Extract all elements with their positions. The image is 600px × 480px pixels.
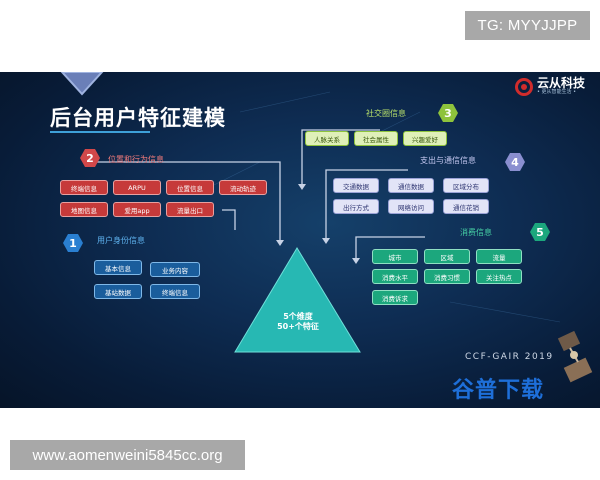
- tag-region: 区域: [424, 249, 470, 264]
- tag-base-station-data: 基站数据: [94, 284, 142, 299]
- download-watermark: 谷普下载: [452, 378, 545, 403]
- satellite-graphic: [557, 330, 593, 383]
- pyramid-label-features: 50+个特征: [277, 322, 319, 331]
- connector-lines: [90, 129, 425, 258]
- section-2-title: 位置和行为信息: [108, 155, 164, 164]
- tag-communication-cost: 通信花销: [443, 199, 489, 214]
- tag-social-attributes: 社会属性: [354, 131, 398, 146]
- tag-region-distribution: 区域分布: [443, 178, 489, 193]
- tag-network-access: 网络访问: [388, 199, 434, 214]
- tag-business-content: 业务内容: [150, 262, 200, 277]
- section-2-badge: 2: [80, 149, 100, 167]
- tag-traffic-data: 交通数据: [333, 178, 379, 193]
- tag-data-traffic: 流量: [476, 249, 522, 264]
- pyramid-label: 5个维度 50+个特征: [268, 312, 328, 332]
- chevron-decoration: [60, 72, 104, 96]
- tag-consumption-habits: 消费习惯: [424, 269, 470, 284]
- tag-hot-topics: 关注热点: [476, 269, 522, 284]
- tag-arpu: ARPU: [113, 180, 161, 195]
- network-lines: [199, 91, 561, 323]
- section-3-badge: 3: [438, 104, 458, 122]
- logo-name: 云从科技: [537, 76, 586, 90]
- title-underline: [50, 131, 150, 133]
- tag-consumption-demands: 消费诉求: [372, 290, 418, 305]
- section-5-title: 消费信息: [460, 228, 492, 237]
- company-logo: 云从科技 • 更从智能生活 •: [515, 77, 585, 96]
- tag-consumption-level: 消费水平: [372, 269, 418, 284]
- tag-device-info: 终端信息: [150, 284, 200, 299]
- tag-movement-track: 流动轨迹: [219, 180, 267, 195]
- watermark-top: TG: MYYJJPP: [465, 11, 590, 40]
- tag-communication-data: 通信数据: [388, 178, 434, 193]
- presentation-slide: 后台用户特征建模 云从科技 • 更从智能生活 • 2 位置和行为信息 终端信息 …: [0, 72, 600, 408]
- slide-title: 后台用户特征建模: [50, 106, 226, 130]
- slide-decorations: [60, 72, 593, 383]
- section-4-badge: 4: [505, 153, 525, 171]
- section-1-title: 用户身份信息: [97, 236, 145, 245]
- watermark-bottom: www.aomenweini5845cc.org: [10, 440, 245, 470]
- connector-arrows: [276, 184, 360, 264]
- tag-social-relations: 人脉关系: [305, 131, 349, 146]
- tag-favorite-app: 爱用app: [113, 202, 161, 217]
- tag-basic-info: 基本信息: [94, 260, 142, 275]
- section-1-badge: 1: [63, 234, 83, 252]
- tag-travel-mode: 出行方式: [333, 199, 379, 214]
- event-label: CCF-GAIR 2019: [465, 352, 554, 362]
- tag-interests: 兴趣爱好: [403, 131, 447, 146]
- section-3-title: 社交圈信息: [366, 109, 406, 118]
- tag-traffic-exit: 流量出口: [166, 202, 214, 217]
- pyramid-label-dimensions: 5个维度: [283, 312, 313, 321]
- tag-city: 城市: [372, 249, 418, 264]
- section-5-badge: 5: [530, 223, 550, 241]
- logo-tagline: • 更从智能生活 •: [537, 89, 577, 95]
- tag-location-info: 位置信息: [166, 180, 214, 195]
- tag-map-info: 地图信息: [60, 202, 108, 217]
- center-pyramid: [234, 247, 361, 353]
- cloud-logo-icon: [515, 77, 533, 96]
- section-4-title: 支出与通信信息: [420, 156, 476, 165]
- tag-terminal-info: 终端信息: [60, 180, 108, 195]
